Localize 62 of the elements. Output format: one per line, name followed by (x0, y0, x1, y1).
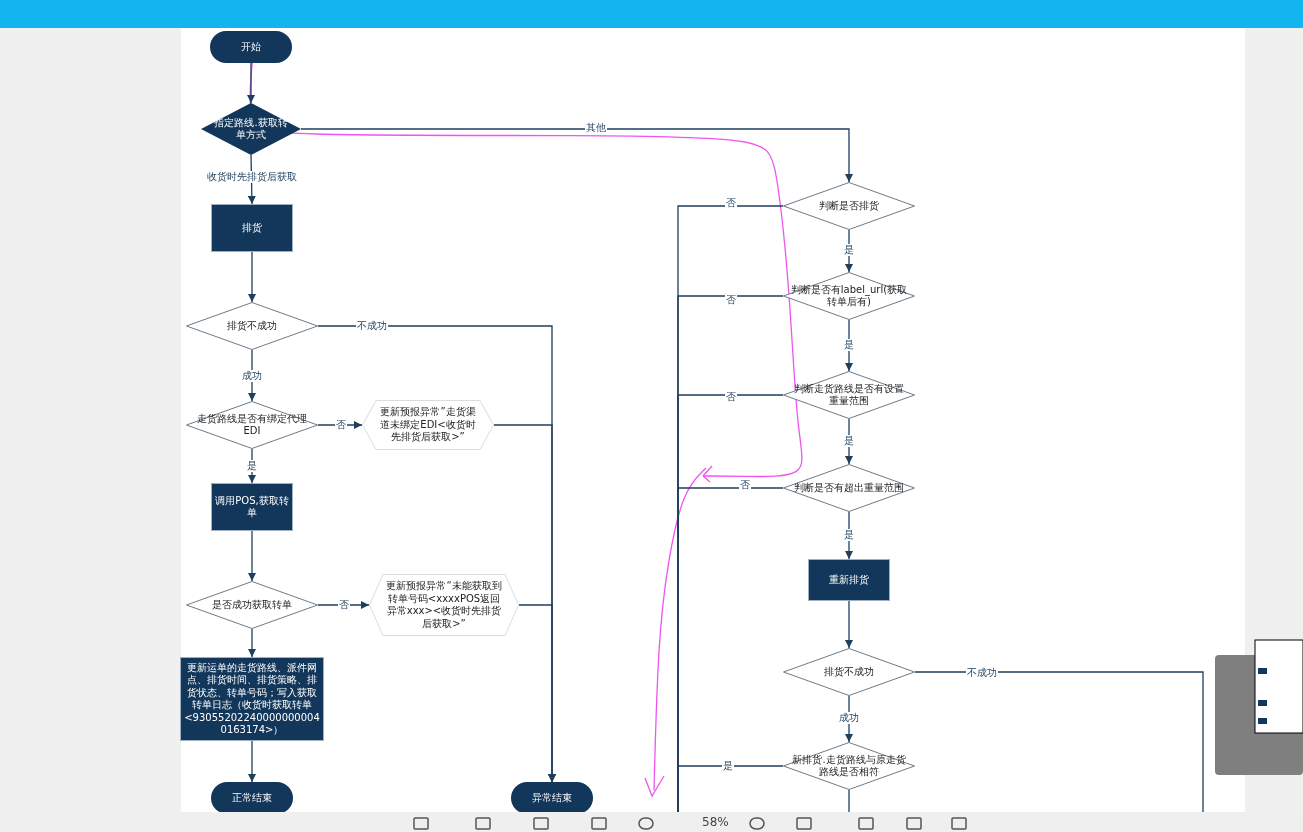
decision-diamond (783, 464, 915, 512)
process-box (808, 559, 890, 601)
node-label: 更新预报异常“未能获取到转单号码<xxxxPOS返回异常xxx><收货时先排货后获取>” (385, 580, 503, 630)
edge-label: 否 (725, 197, 737, 209)
edge-label: 是 (843, 435, 855, 447)
hexagon-shape (369, 574, 519, 636)
node-label: 排货 (241, 221, 263, 235)
edge-label: 成功 (241, 370, 263, 382)
decision-diamond (783, 742, 915, 790)
connector-arrow (248, 530, 256, 582)
node-label: 正常结束 (231, 791, 273, 805)
connector-arrow (248, 628, 256, 658)
edge-label: 否 (335, 419, 347, 431)
node-label: 走货路线是否有绑定代理EDI (196, 412, 308, 438)
edge-label: 是 (843, 339, 855, 351)
node-label: 新排货.走货路线与原走货路线是否相符 (791, 753, 907, 779)
node-label: 判断走货路线是否有设置重量范围 (793, 382, 905, 408)
edge-label: 否 (338, 599, 350, 611)
connector-arrow (518, 604, 556, 783)
process-box (211, 204, 293, 252)
zoom-level: 58% (702, 815, 729, 829)
node-label: 是否成功获取转单 (211, 598, 293, 612)
edge-label: 是 (722, 760, 734, 772)
node-label: 更新预报异常”走货渠道未绑定EDI<收货时先排货后获取>” (379, 406, 477, 444)
decision-diamond (186, 581, 318, 629)
edge-label: 否 (725, 294, 737, 306)
decision-diamond (186, 302, 318, 350)
node-label: 开始 (240, 40, 262, 54)
edge-label: 收货时先排货后获取 (206, 171, 298, 183)
connector-arrow (300, 128, 853, 183)
node-label: 排货不成功 (226, 319, 278, 333)
connector-arrow (248, 740, 256, 783)
edge-label: 是 (246, 460, 258, 472)
decision-diamond (783, 648, 915, 696)
node-label: 判断是否排货 (818, 199, 880, 213)
process-box (211, 483, 293, 531)
connector-arrow (247, 62, 255, 104)
node-label: 调用POS,获取转单 (215, 494, 289, 520)
decision-diamond (783, 272, 915, 320)
decision-diamond (783, 182, 915, 230)
edge-label: 否 (725, 391, 737, 403)
edge-label: 不成功 (356, 320, 388, 332)
node-label: 判断是否有超出重量范围 (793, 481, 905, 495)
connector-arrow (845, 695, 853, 743)
edge-label: 不成功 (966, 667, 998, 679)
edge-label: 成功 (838, 712, 860, 724)
node-label: 排货不成功 (823, 665, 875, 679)
edge-label: 其他 (585, 122, 607, 134)
terminal-shape (210, 31, 292, 63)
node-label: 异常结束 (531, 791, 573, 805)
node-label: 判断是否有label_url(获取转单后有) (790, 283, 908, 309)
node-label: 重新排货 (828, 573, 870, 587)
connector-arrow (845, 600, 853, 649)
edge-label: 否 (739, 479, 751, 491)
decision-diamond (186, 401, 318, 449)
edge-label: 是 (843, 529, 855, 541)
decision-diamond (783, 371, 915, 419)
edge-label: 是 (843, 244, 855, 256)
node-label: 更新运单的走货路线、派件网点、排货时间、排货策略、排货状态、转单号码；写入获取转单日志（收货时获取转单<930552022400000000040163174>） (184, 661, 320, 737)
connector-arrow (248, 349, 256, 402)
decision-diamond (201, 103, 301, 155)
connector-arrow (248, 251, 256, 303)
